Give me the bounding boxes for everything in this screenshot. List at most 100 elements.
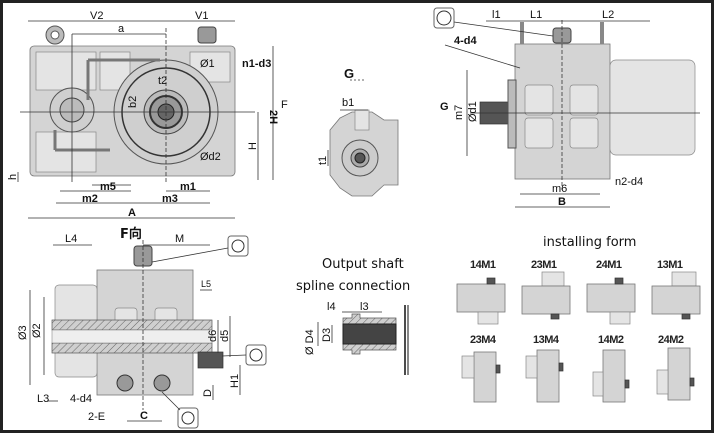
mount-adapter	[461, 355, 475, 379]
spline-title-line1: Output shaft	[322, 257, 404, 272]
mount-adapter	[609, 311, 631, 325]
installing-form-title: installing form	[543, 235, 636, 250]
mount-cap	[681, 313, 691, 320]
spline-section-bottom	[342, 343, 397, 355]
label-D: D	[202, 389, 214, 397]
label-V1: V1	[195, 10, 208, 22]
mount-cap	[486, 277, 496, 285]
label-l1: l1	[492, 9, 501, 21]
label-b1: b1	[342, 97, 354, 109]
mount-23M4: 23M4	[461, 334, 501, 403]
lifting-bolt	[600, 22, 604, 44]
symbol-ring	[231, 239, 245, 253]
view-title-G: G	[344, 66, 354, 81]
label-V2: V2	[90, 10, 103, 22]
oil-sight-symbol-icon	[245, 344, 267, 366]
mount-cap	[624, 379, 630, 389]
label-d3-f: Ø3	[17, 325, 29, 340]
label-m3: m3	[162, 193, 178, 205]
label-H1: H1	[229, 374, 241, 388]
label-t2: t2	[158, 75, 167, 87]
housing-panel	[524, 84, 554, 116]
mount-label: 13M4	[533, 334, 560, 346]
spline-shaft	[342, 323, 397, 345]
oil-level-symbol-icon	[227, 235, 249, 257]
mount-label: 24M1	[596, 259, 622, 271]
label-2-E: 2-E	[88, 411, 105, 423]
mount-label: 24M2	[658, 334, 684, 346]
mount-housing	[521, 285, 571, 315]
oil-pipe	[53, 58, 160, 152]
label-h: h	[7, 174, 19, 180]
label-B: B	[558, 196, 566, 208]
label-d1-top: Ød1	[467, 101, 479, 122]
mount-adapter	[477, 311, 499, 325]
mount-adapter	[592, 371, 604, 397]
lifting-bolt	[520, 22, 524, 44]
mount-13M4: 13M4	[525, 334, 564, 403]
side-view-g: G b1 t1	[317, 66, 399, 197]
mount-label: 13M1	[657, 259, 683, 271]
label-t1: t1	[317, 156, 329, 165]
label-M: M	[175, 233, 184, 245]
input-shaft	[197, 351, 224, 369]
mount-cap	[550, 313, 560, 320]
mount-cap	[558, 362, 564, 372]
symbol-ring	[181, 411, 195, 425]
label-G: G	[440, 101, 449, 113]
mount-housing	[536, 349, 560, 403]
label-A: A	[128, 207, 136, 219]
label-m1: m1	[180, 181, 196, 193]
front-view: V2 V1 a Ø1 n1-d3 t2 b2 2H F H Ød2 h m5 m…	[7, 10, 288, 219]
mount-label: 14M2	[598, 334, 624, 346]
label-a: a	[118, 23, 125, 35]
oil-drain-symbol-icon	[177, 407, 199, 429]
label-2H: 2H	[267, 110, 279, 124]
label-d1: Ø1	[200, 58, 215, 70]
label-d5: d5	[219, 330, 231, 342]
mount-cap	[495, 364, 501, 374]
breather-cap-icon	[197, 26, 217, 44]
label-L4: L4	[65, 233, 77, 245]
label-m6: m6	[552, 183, 567, 195]
label-D4: Ø D4	[304, 329, 316, 355]
label-d2: Ød2	[200, 151, 221, 163]
drain-plug	[153, 374, 171, 392]
leader-line	[151, 247, 229, 263]
housing-panel	[569, 117, 599, 149]
mount-cap	[614, 277, 624, 285]
lifting-eye-hole	[50, 30, 60, 40]
mount-housing	[602, 349, 626, 403]
label-m2: m2	[82, 193, 98, 205]
mount-14M2: 14M2	[592, 334, 630, 403]
mount-housing	[586, 283, 636, 313]
label-m5: m5	[100, 181, 116, 193]
label-m7: m7	[453, 105, 465, 120]
input-shaft	[354, 152, 366, 164]
symbol-ring	[436, 10, 452, 26]
mount-housing	[651, 285, 701, 315]
input-flange	[507, 79, 517, 149]
label-F: F	[281, 99, 288, 111]
label-L3: L3	[37, 393, 49, 405]
hollow-shaft-section	[51, 342, 213, 354]
mount-label: 14M1	[470, 259, 496, 271]
drain-plug	[116, 374, 134, 392]
mount-label: 23M1	[531, 259, 557, 271]
mount-adapter	[541, 271, 565, 287]
mount-label: 23M4	[470, 334, 497, 346]
label-n1-d3: n1-d3	[242, 58, 271, 70]
leader-line	[444, 44, 521, 69]
symbol-ring	[249, 348, 263, 362]
mount-adapter	[656, 369, 669, 395]
mount-cap	[689, 377, 695, 387]
housing-panel	[35, 131, 97, 173]
f-direction-view: F向 L4 M L5 Ø3	[17, 226, 267, 429]
leader-line	[221, 354, 247, 357]
mount-24M2: 24M2	[656, 334, 695, 401]
motor-adapter	[609, 59, 696, 156]
label-4-d4: 4-d4	[454, 35, 478, 47]
label-b2: b2	[127, 96, 139, 108]
hollow-shaft-section	[51, 319, 213, 331]
mount-housing	[456, 283, 506, 313]
